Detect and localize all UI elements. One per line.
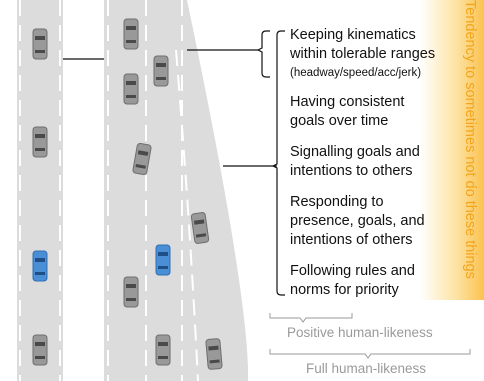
- behavior-rules: Following rules and norms for priority: [290, 263, 415, 298]
- brace-positive: [269, 313, 353, 323]
- cars: [32, 18, 223, 370]
- car: [32, 126, 48, 158]
- tendency-gradient: [420, 0, 484, 300]
- caption-full: Full human-likeness: [306, 361, 427, 376]
- car-blue: [155, 244, 171, 276]
- car: [190, 212, 210, 244]
- car-blue: [32, 250, 48, 282]
- car: [123, 18, 139, 50]
- car: [153, 55, 169, 87]
- caption-positive: Positive human-likeness: [287, 325, 433, 340]
- behavior-kinematics-text: Keeping kinematics within tolerable rang…: [290, 27, 436, 62]
- car: [123, 276, 139, 308]
- behavior-responding: Responding to presence, goals, and inten…: [290, 194, 425, 248]
- behavior-kinematics-detail: (headway/speed/acc/jerk): [290, 67, 422, 79]
- car: [32, 334, 48, 366]
- car: [205, 338, 223, 370]
- left-road: [17, 0, 63, 381]
- main-road: [104, 0, 249, 381]
- bracket-all: [271, 30, 285, 296]
- tendency-label: Tendency to sometimes not do these thing…: [462, 0, 478, 279]
- car: [155, 334, 171, 366]
- car: [123, 73, 139, 105]
- brace-full: [269, 349, 471, 359]
- bracket-kinematics: [256, 30, 270, 78]
- car: [132, 142, 152, 176]
- behavior-kinematics: Keeping kinematics within tolerable rang…: [290, 26, 440, 83]
- behavior-signalling: Signalling goals and intentions to other…: [290, 144, 420, 179]
- behavior-consistent-goals: Having consistent goals over time: [290, 94, 405, 129]
- car: [32, 28, 48, 60]
